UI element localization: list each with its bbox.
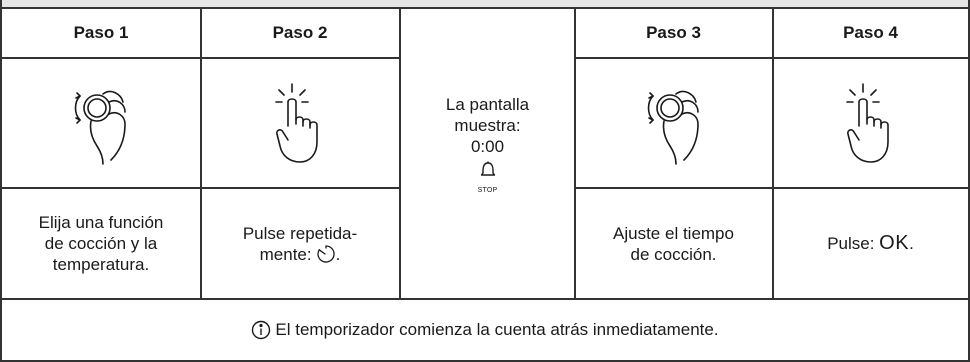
desc-line: Pulse: — [827, 234, 875, 253]
steps-table: Paso 1 Paso 2 Paso 3 Paso 4 — [0, 7, 970, 362]
period: . — [909, 234, 914, 253]
step-4-title: Paso 4 — [843, 23, 898, 42]
divider — [772, 9, 774, 298]
step-1-desc: Elija una función de cocción y la temper… — [2, 189, 200, 298]
footer-text: El temporizador comienza la cuenta atrás… — [275, 320, 719, 339]
desc-line: Pulse repetida- — [242, 223, 358, 243]
divider — [2, 57, 399, 59]
step-3-title: Paso 3 — [646, 23, 701, 42]
divider — [2, 298, 968, 300]
divider — [574, 9, 576, 298]
display-line: La pantalla — [445, 95, 530, 114]
top-band — [0, 0, 970, 8]
step-4-desc: Pulse: OK. — [773, 189, 968, 298]
divider — [2, 187, 399, 189]
step-1-icon-cell — [2, 58, 200, 187]
desc-line: de cocción. — [630, 244, 717, 264]
display-text: La pantalla muestra: 0:00 — [446, 94, 529, 157]
rotate-knob-hand-icon — [647, 90, 699, 165]
step-4-icon-cell — [773, 58, 968, 187]
display-cell: La pantalla muestra: 0:00 STOP — [401, 9, 574, 298]
footer-note: El temporizador comienza la cuenta atrás… — [2, 300, 968, 360]
timer-icon — [316, 245, 335, 263]
desc-line-with-icon: mente: . — [260, 244, 341, 265]
step-2-icon-cell — [201, 58, 399, 187]
info-icon — [252, 320, 271, 340]
desc-line: mente: — [259, 244, 312, 264]
desc-line: Elija una función — [38, 213, 164, 232]
period: . — [335, 244, 341, 264]
step-3-icon-cell — [575, 58, 772, 187]
bell-icon — [480, 161, 495, 176]
press-finger-icon — [845, 82, 889, 163]
step-1-title: Paso 1 — [73, 23, 129, 42]
press-finger-icon — [275, 82, 318, 163]
bell-stop-label: STOP — [477, 187, 498, 194]
step-2-desc: Pulse repetida- mente: . — [201, 189, 399, 298]
divider — [200, 9, 202, 298]
step-3-desc: Ajuste el tiempo de cocción. — [575, 189, 772, 298]
divider — [574, 57, 968, 59]
desc-line: temperatura. — [52, 255, 150, 274]
desc-line: de cocción y la — [44, 234, 158, 253]
divider — [399, 9, 401, 298]
ok-symbol: OK — [879, 232, 910, 254]
display-line: muestra: — [454, 116, 521, 135]
rotate-knob-hand-icon — [74, 90, 126, 165]
display-line: 0:00 — [470, 137, 505, 156]
step-2-title: Paso 2 — [272, 23, 328, 42]
divider — [574, 187, 968, 189]
desc-line: Ajuste el tiempo — [613, 223, 734, 243]
